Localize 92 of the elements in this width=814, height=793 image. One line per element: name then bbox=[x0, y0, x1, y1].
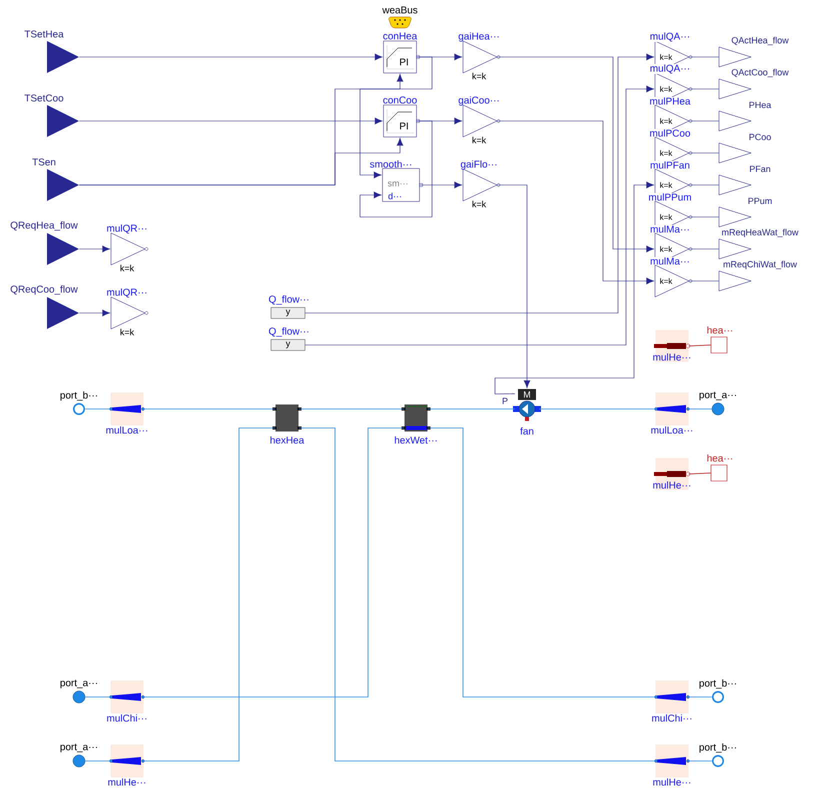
signal-line bbox=[688, 248, 720, 250]
parameter-label: k=k bbox=[472, 72, 486, 80]
port-label: hea··· bbox=[707, 326, 732, 334]
signal-line bbox=[688, 152, 720, 154]
input-label: QReqHea_flow bbox=[10, 221, 78, 231]
block-label: mulHe··· bbox=[108, 778, 146, 786]
signal-line bbox=[78, 310, 110, 316]
signal-line bbox=[360, 56, 432, 178]
signal-line bbox=[496, 56, 654, 252]
connection-line bbox=[688, 472, 712, 474]
signal-line bbox=[494, 182, 654, 394]
signal-line bbox=[78, 138, 404, 186]
block-label: mulQR··· bbox=[107, 288, 146, 298]
block-label: Q_flow··· bbox=[269, 295, 308, 305]
output-label: y bbox=[286, 342, 290, 348]
connection-line bbox=[688, 408, 712, 410]
connection-line bbox=[298, 408, 405, 410]
block-label: gaiCoo··· bbox=[458, 96, 499, 106]
connection-line bbox=[143, 428, 405, 698]
input-label: TSetCoo bbox=[24, 94, 64, 102]
signal-line bbox=[419, 182, 462, 188]
port-label: port_a··· bbox=[60, 680, 97, 688]
port-label: port_b··· bbox=[700, 679, 736, 689]
connection-line bbox=[84, 760, 111, 762]
signal-line bbox=[78, 54, 382, 60]
input-label: TSetHea bbox=[24, 30, 64, 38]
signal-line bbox=[416, 54, 462, 60]
output-label: mReqChiWat_flow bbox=[722, 260, 798, 270]
signal-line bbox=[496, 120, 654, 284]
motor-label: M bbox=[524, 391, 530, 398]
block-label: conCoo bbox=[383, 96, 417, 104]
output-label: PHea bbox=[748, 101, 772, 109]
block-label: mulHe··· bbox=[653, 481, 690, 489]
signal-line bbox=[688, 88, 720, 90]
block-label: mulChi··· bbox=[107, 714, 146, 722]
signal-line bbox=[688, 184, 720, 186]
block-label: hexHea bbox=[270, 436, 304, 444]
signal-line bbox=[416, 118, 462, 124]
signal-line bbox=[688, 216, 720, 218]
connection-line bbox=[688, 760, 712, 762]
parameter-label: k=k bbox=[120, 264, 134, 272]
signal-line bbox=[688, 56, 720, 58]
signal-line bbox=[78, 118, 382, 124]
block-label: mulHe··· bbox=[653, 778, 690, 786]
block-label: mulLoa··· bbox=[651, 426, 692, 434]
signal-line bbox=[78, 246, 110, 252]
signal-line bbox=[688, 120, 720, 122]
port-label: P bbox=[502, 398, 508, 404]
output-label: QActHea_flow bbox=[730, 36, 790, 46]
block-label: mulQR··· bbox=[107, 224, 146, 234]
connection-line bbox=[84, 408, 111, 410]
port-label: port_a··· bbox=[700, 392, 736, 400]
parameter-label: k=k bbox=[120, 328, 134, 336]
port-label: port_b··· bbox=[700, 743, 736, 753]
signal-line bbox=[688, 280, 720, 282]
block-label: fan bbox=[520, 427, 534, 435]
connection-line bbox=[688, 696, 712, 698]
connection-line bbox=[143, 408, 276, 410]
bus-label: weaBus bbox=[382, 6, 418, 14]
block-label: hexWet··· bbox=[394, 436, 437, 444]
block-label: gaiFlo··· bbox=[460, 160, 496, 170]
connection-line bbox=[427, 428, 656, 698]
block-label: smooth··· bbox=[370, 160, 412, 168]
block-label: mulQA··· bbox=[649, 32, 691, 42]
connection-line bbox=[427, 408, 516, 410]
connection-line bbox=[84, 696, 111, 698]
port-label: port_a··· bbox=[60, 744, 97, 752]
signal-line bbox=[496, 184, 530, 388]
input-label: QReqCoo_flow bbox=[10, 285, 78, 295]
port-label: port_b··· bbox=[60, 391, 97, 401]
output-label: PFan bbox=[748, 165, 772, 173]
output-label: QActCoo_flow bbox=[730, 68, 790, 78]
connection-line bbox=[143, 428, 276, 762]
block-label: mulLoa··· bbox=[106, 426, 148, 434]
connection-line bbox=[538, 408, 656, 410]
block-label: conHea bbox=[383, 32, 418, 40]
connection-line bbox=[688, 344, 712, 346]
block-label: mulHe··· bbox=[653, 353, 690, 361]
output-label: y bbox=[286, 310, 290, 316]
output-label: PPum bbox=[747, 197, 773, 205]
port-label: hea··· bbox=[707, 454, 732, 462]
parameter-label: k=k bbox=[472, 136, 486, 144]
signal-line bbox=[304, 54, 654, 314]
parameter-label: k=k bbox=[472, 200, 486, 208]
block-label: mulChi··· bbox=[652, 714, 692, 722]
block-label: Q_flow··· bbox=[269, 327, 308, 337]
signal-line bbox=[304, 86, 654, 346]
input-label: TSen bbox=[32, 158, 56, 166]
connection-line bbox=[298, 428, 656, 762]
block-label: gaiHea··· bbox=[458, 32, 499, 42]
output-label: mReqHeaWat_flow bbox=[721, 228, 799, 238]
output-label: PCoo bbox=[748, 133, 772, 141]
